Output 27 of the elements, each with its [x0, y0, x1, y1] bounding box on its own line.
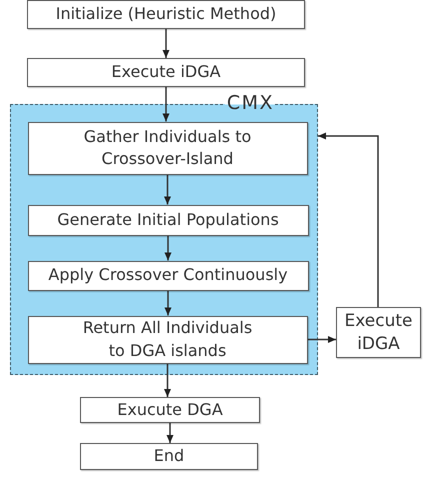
arrow [164, 174, 171, 204]
step-label: Exucute DGA [117, 398, 223, 421]
step-label: Return All Individuals to DGA islands [82, 317, 254, 362]
arrow [318, 132, 379, 307]
step-label: Initialize (Heuristic Method) [56, 3, 276, 26]
arrow [164, 236, 172, 260]
process-box [28, 122, 308, 174]
process-box [28, 316, 308, 364]
step-label: Apply Crossover Continuously [48, 264, 288, 286]
process-box [80, 443, 258, 470]
arrow [162, 87, 170, 122]
arrow [162, 29, 170, 58]
process-box [28, 260, 308, 290]
process-box [27, 58, 305, 87]
process-box [27, 0, 305, 29]
step-label: Gather Individuals to Crossover-Island [82, 126, 252, 170]
arrow [164, 290, 172, 316]
step-label: Execute iDGA [111, 61, 221, 84]
arrow [166, 423, 174, 443]
process-box [336, 307, 421, 358]
step-label: Generate Initial Populations [57, 208, 279, 231]
step-label: Execute iDGA [344, 310, 414, 355]
arrow [164, 364, 171, 397]
process-box [80, 397, 260, 423]
process-box [28, 204, 308, 236]
step-label: End [154, 445, 184, 468]
arrow [308, 336, 336, 343]
